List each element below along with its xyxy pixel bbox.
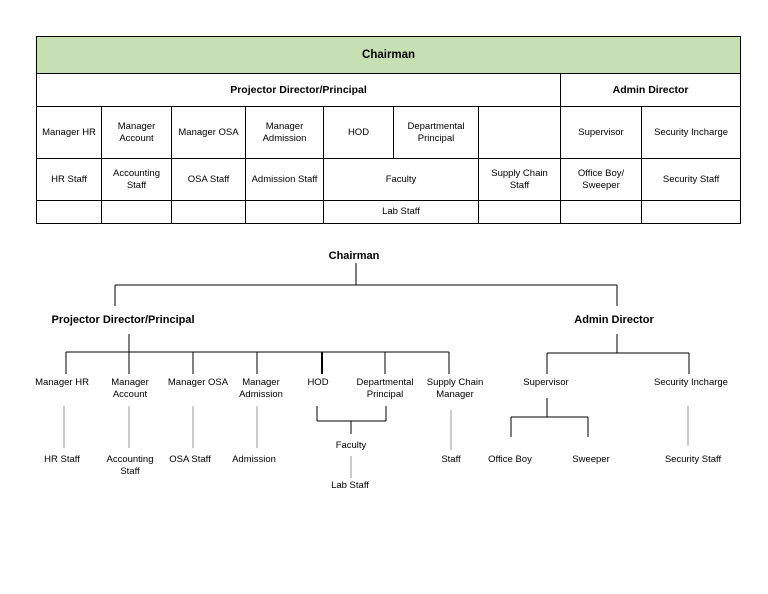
table-cell	[478, 200, 561, 224]
table-cell: Supply Chain Staff	[478, 158, 561, 201]
tree-hod: HOD	[307, 377, 329, 388]
tree-admin-director: Admin Director	[574, 314, 654, 326]
table-cell	[171, 200, 246, 224]
table-cell	[36, 200, 102, 224]
table-cell: Manager OSA	[171, 106, 246, 159]
tree-office-boy: Office Boy	[488, 454, 532, 465]
tree-accounting-staff: Accounting Staff	[106, 454, 154, 477]
tree-chairman: Chairman	[328, 250, 380, 262]
tree-security-incharge: Security Incharge	[654, 377, 728, 388]
table-cell: Lab Staff	[323, 200, 479, 224]
tree-security-staff: Security Staff	[664, 454, 722, 465]
table-cell	[560, 200, 642, 224]
table-cell: Accounting Staff	[101, 158, 172, 201]
table-cell: Manager Admission	[245, 106, 324, 159]
table-chairman: Chairman	[35, 36, 742, 74]
tree-supply-staff: Staff	[441, 454, 461, 465]
org-table: Chairman Projector Director/Principal Ad…	[35, 36, 742, 224]
tree-admission: Admission	[232, 454, 276, 465]
tree-lab-staff: Lab Staff	[331, 480, 369, 491]
tree-manager-account: Manager Account	[111, 377, 149, 400]
tree-hr-staff: HR Staff	[44, 454, 80, 465]
tree-osa-staff: OSA Staff	[169, 454, 211, 465]
tree-departmental-principal: Departmental Principal	[356, 377, 414, 400]
tree-manager-osa: Manager OSA	[167, 377, 229, 388]
tree-faculty: Faculty	[335, 440, 367, 451]
tree-manager-hr: Manager HR	[35, 377, 89, 388]
tree-supervisor: Supervisor	[523, 377, 569, 388]
table-cell: Supervisor	[560, 106, 642, 159]
table-cell: OSA Staff	[171, 158, 246, 201]
tree-supply-chain-manager: Supply Chain Manager	[426, 377, 484, 400]
table-cell: Office Boy/ Sweeper	[560, 158, 642, 201]
table-director: Projector Director/Principal	[36, 73, 561, 107]
tree-manager-admission: Manager Admission	[239, 377, 283, 400]
table-cell: Admission Staff	[245, 158, 324, 201]
table-cell	[101, 200, 172, 224]
table-cell	[640, 200, 742, 224]
table-admin-director: Admin Director	[559, 73, 742, 107]
tree-director: Projector Director/Principal	[51, 314, 195, 326]
tree-sweeper: Sweeper	[572, 454, 610, 465]
table-cell	[245, 200, 324, 224]
